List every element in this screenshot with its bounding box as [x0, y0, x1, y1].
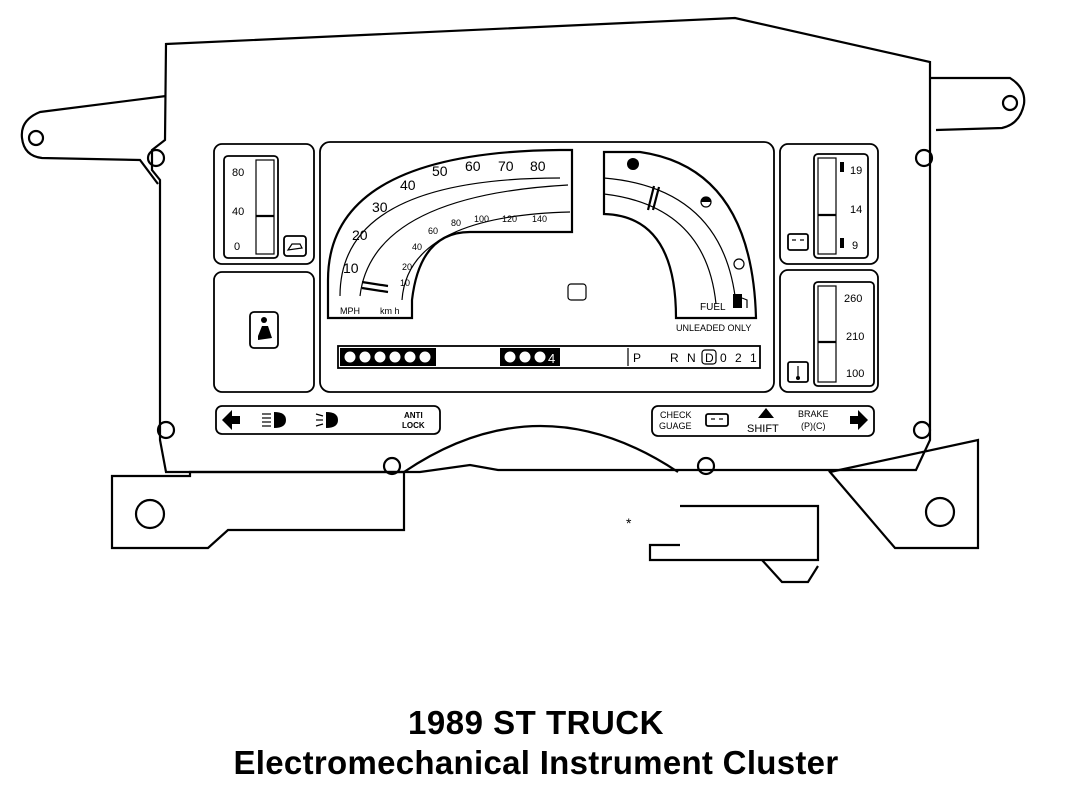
coolant-temp-icon [787, 361, 809, 383]
diagram-title-line2: Electromechanical Instrument Cluster [233, 744, 839, 781]
anti-lock-line1: ANTI [404, 411, 423, 420]
prndl-r: R [670, 351, 679, 365]
battery-warning-icon [705, 413, 729, 427]
check-gauge-line2: GUAGE [659, 421, 692, 431]
mph-tick-80: 80 [530, 158, 546, 174]
kmh-tick-120: 120 [502, 214, 517, 224]
mph-unit-label: MPH [340, 306, 360, 316]
anti-lock-line2: LOCK [402, 421, 425, 430]
brake-line2: (P)(C) [801, 421, 826, 431]
temp-tick-100: 100 [846, 368, 864, 380]
kmh-tick-100: 100 [474, 214, 489, 224]
temp-tick-210: 210 [846, 331, 864, 343]
center-display: 10 20 30 40 50 60 70 80 10 20 40 60 80 1… [319, 141, 775, 393]
mph-tick-70: 70 [498, 158, 514, 174]
instrument-cluster-diagram: 80 40 0 10 20 30 40 50 [20, 16, 1026, 584]
high-beam-icon [262, 412, 286, 428]
oil-tick-40: 40 [232, 206, 244, 218]
prndl-one: 1 [750, 351, 757, 365]
fog-lamp-icon [315, 412, 338, 428]
mph-tick-60: 60 [465, 158, 481, 174]
volts-tick-9: 9 [852, 240, 858, 252]
fuel-note: UNLEADED ONLY [676, 323, 751, 333]
volts-tick-19: 19 [850, 165, 862, 177]
footnote-asterisk: * [626, 515, 632, 531]
oil-pressure-gauge: 80 40 0 [213, 143, 315, 265]
right-indicator-strip: CHECK GUAGE SHIFT BRAKE (P)(C) [651, 405, 875, 437]
center-indicator-icon [567, 283, 587, 301]
fuel-label: FUEL [700, 302, 726, 313]
trip-digit: 4 [548, 351, 555, 366]
fuel-gauge: FUEL UNLEADED ONLY [602, 150, 758, 333]
prndl-two: 2 [735, 351, 742, 365]
left-indicator-strip: ANTI LOCK [215, 405, 441, 435]
voltmeter-gauge: 19 14 9 [779, 143, 879, 265]
shift-arrow-icon [758, 408, 774, 418]
kmh-tick-60: 60 [428, 226, 438, 236]
mph-tick-20: 20 [352, 227, 368, 243]
kmh-tick-80: 80 [451, 218, 461, 228]
shift-label: SHIFT [747, 423, 779, 435]
seatbelt-icon [249, 311, 279, 349]
speedometer: 10 20 30 40 50 60 70 80 10 20 40 60 80 1… [326, 148, 574, 320]
mph-tick-10: 10 [343, 260, 359, 276]
left-turn-arrow-icon [222, 410, 240, 430]
check-gauge-line1: CHECK [660, 410, 692, 420]
kmh-tick-140: 140 [532, 214, 547, 224]
kmh-unit-label: km h [380, 306, 400, 316]
oil-tick-0: 0 [234, 241, 240, 253]
oil-tick-80: 80 [232, 167, 244, 179]
cluster-housing [20, 16, 1026, 584]
battery-icon [787, 233, 809, 251]
mph-tick-40: 40 [400, 177, 416, 193]
mph-tick-50: 50 [432, 163, 448, 179]
fuel-pump-icon [733, 294, 748, 308]
temp-tick-260: 260 [844, 293, 862, 305]
odometer-strip: 4 P R N D 0 2 1 [337, 345, 761, 369]
volts-tick-14: 14 [850, 204, 862, 216]
mph-tick-30: 30 [372, 199, 388, 215]
fuel-empty-marker [733, 258, 745, 270]
seatbelt-pod [213, 271, 315, 393]
kmh-tick-20: 20 [402, 262, 412, 272]
oil-can-icon [283, 235, 307, 257]
fuel-full-marker [627, 158, 639, 170]
prndl-p: P [633, 351, 641, 365]
kmh-tick-10: 10 [400, 278, 410, 288]
kmh-tick-40: 40 [412, 242, 422, 252]
brake-line1: BRAKE [798, 409, 829, 419]
temperature-gauge: 260 210 100 [779, 269, 879, 393]
diagram-title-line1: 1989 ST TRUCK [408, 704, 664, 741]
prndl-zero: 0 [720, 351, 727, 365]
prndl-d: D [705, 351, 714, 365]
prndl-n: N [687, 351, 696, 365]
right-turn-arrow-icon [850, 410, 868, 430]
